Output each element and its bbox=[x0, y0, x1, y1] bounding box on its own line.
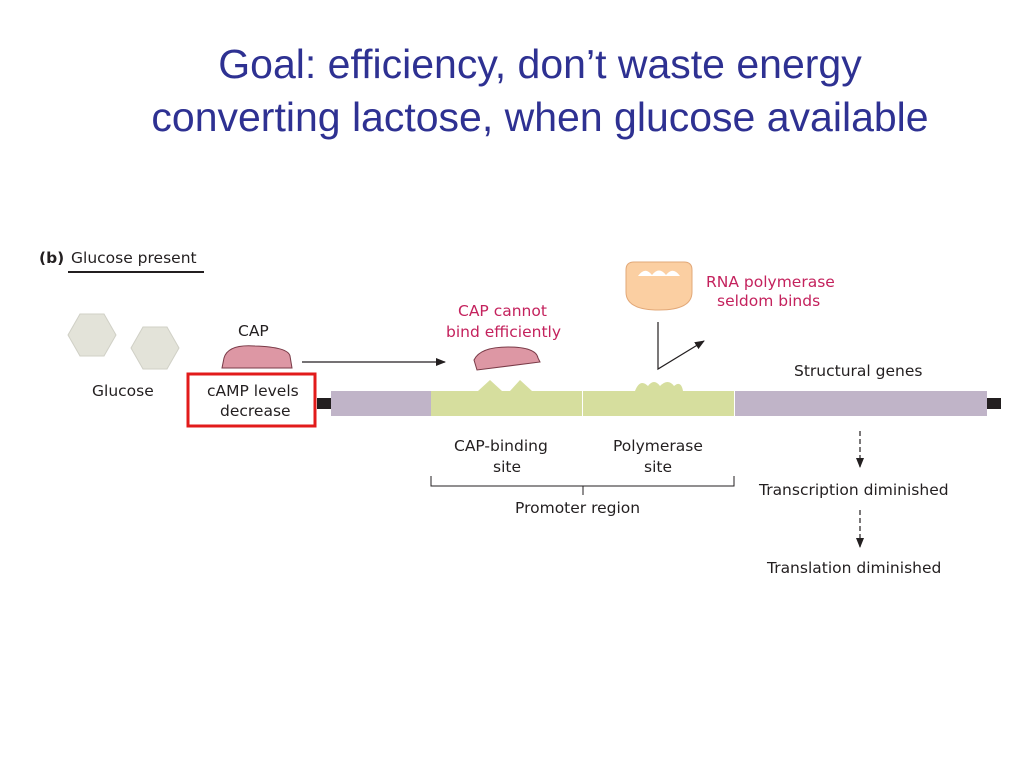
rna-polymerase-line-2: seldom binds bbox=[717, 292, 820, 310]
cap-binding-bumps bbox=[478, 380, 532, 391]
glucose-hexagon-icon bbox=[130, 326, 180, 370]
rna-polymerase-icon bbox=[625, 261, 693, 311]
camp-levels-line-1: cAMP levels bbox=[207, 382, 299, 400]
dna-end-cap-left bbox=[317, 398, 331, 409]
glucose-label: Glucose bbox=[92, 382, 154, 400]
polymerase-site-line-1: Polymerase bbox=[613, 437, 703, 455]
dna-end-cap-right bbox=[987, 398, 1001, 409]
dna-segment-left bbox=[331, 391, 431, 416]
promoter-region-label: Promoter region bbox=[515, 499, 640, 517]
cap-protein-unbound-icon bbox=[473, 346, 541, 371]
promoter-region-bracket bbox=[430, 476, 735, 495]
cap-binding-site-line-2: site bbox=[493, 458, 521, 476]
slide-title-line-2: converting lactose, when glucose availab… bbox=[151, 94, 929, 140]
panel-letter: (b) bbox=[39, 249, 64, 267]
rna-polymerase-line-1: RNA polymerase bbox=[706, 273, 835, 291]
camp-levels-line-2: decrease bbox=[220, 402, 291, 420]
polymerase-site-segment bbox=[583, 391, 734, 416]
translation-label: Translation diminished bbox=[766, 559, 941, 577]
cap-protein-icon bbox=[221, 345, 293, 369]
cap-cannot-line-1: CAP cannot bbox=[458, 302, 547, 320]
polymerase-binding-bumps bbox=[635, 382, 683, 391]
panel-title: Glucose present bbox=[71, 249, 197, 267]
cap-binding-site-segment bbox=[431, 391, 582, 416]
cap-binding-site-line-1: CAP-binding bbox=[454, 437, 548, 455]
slide-title: Goal: efficiency, don’t waste energy con… bbox=[60, 38, 1020, 144]
structural-genes-label: Structural genes bbox=[794, 362, 922, 380]
cap-label: CAP bbox=[238, 322, 269, 340]
cap-cannot-line-2: bind efficiently bbox=[446, 323, 561, 341]
polymerase-site-line-2: site bbox=[644, 458, 672, 476]
slide-title-line-1: Goal: efficiency, don’t waste energy bbox=[218, 41, 862, 87]
polymerase-arrow bbox=[657, 322, 705, 371]
transcription-label: Transcription diminished bbox=[758, 481, 949, 499]
structural-genes-segment bbox=[735, 391, 987, 416]
camp-highlight-box bbox=[186, 372, 317, 428]
glucose-hexagon-icon bbox=[67, 313, 117, 357]
